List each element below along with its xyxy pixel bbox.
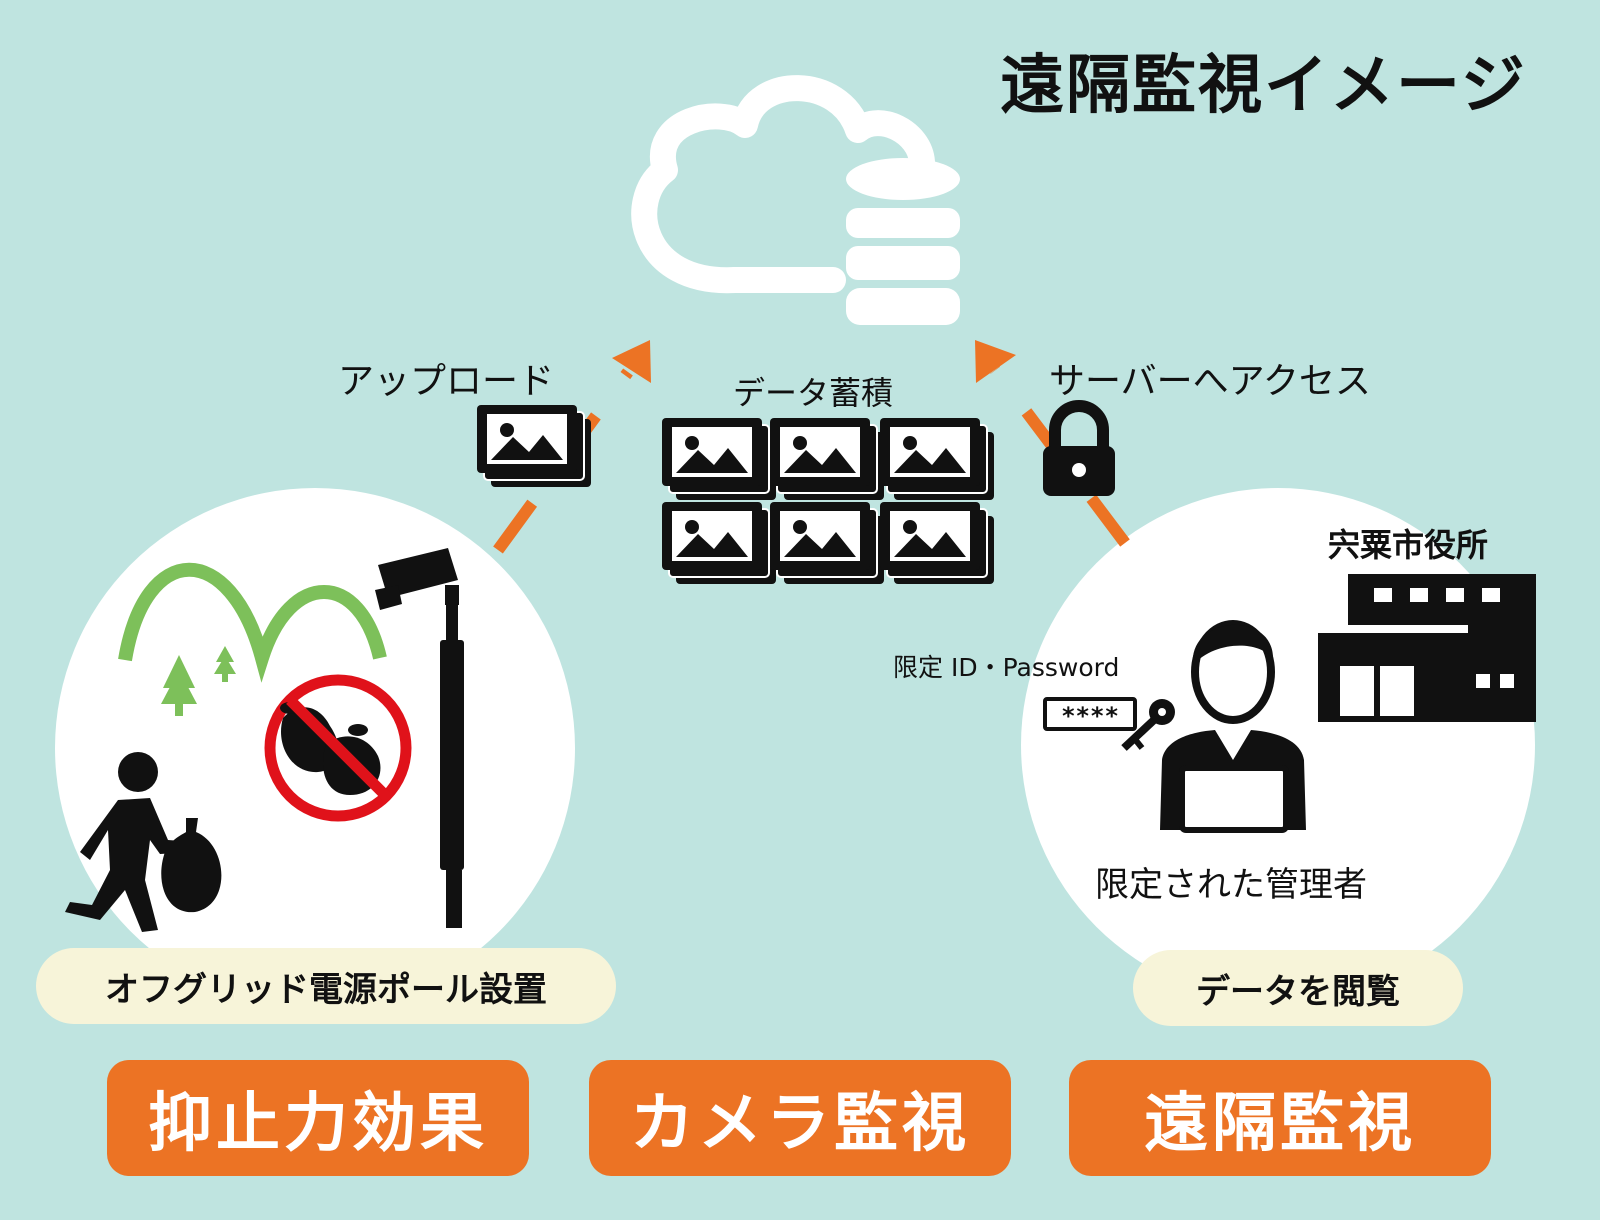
storage-label: データ蓄積 [733, 374, 894, 412]
database-icon [846, 158, 960, 325]
tree-icon [161, 646, 236, 716]
photo-stack-icon [661, 501, 777, 585]
photo-stack-icon [476, 404, 592, 488]
security-camera-icon [375, 548, 464, 928]
cloud-icon [631, 75, 935, 294]
photo-stack-icon [769, 417, 885, 501]
upload-label: アップロード [338, 361, 555, 402]
left-scene-caption: オフグリッド電源ポール設置 [36, 948, 616, 1024]
right-scene-caption: データを閲覧 [1133, 950, 1463, 1026]
admin-label: 限定された管理者 [1095, 865, 1367, 905]
no-dumping-icon [264, 674, 412, 822]
photo-stack-icon [661, 417, 777, 501]
photo-stack-icon [769, 501, 885, 585]
mountain-icon [118, 562, 387, 683]
access-label: サーバーへアクセス [1049, 361, 1371, 402]
person-dumping-trash-icon [65, 752, 222, 932]
photo-stack-icon [879, 417, 995, 501]
remote-monitoring-button: 遠隔監視 [1069, 1060, 1491, 1176]
deterrence-effect-button: 抑止力効果 [107, 1060, 529, 1176]
password-mask: **** [1061, 702, 1119, 730]
office-label: 宍粟市役所 [1328, 526, 1489, 564]
photo-stack-icon [879, 501, 995, 585]
page-title: 遠隔監視イメージ [1000, 49, 1527, 123]
password-field [1043, 697, 1137, 731]
administrator-laptop-icon [1160, 620, 1306, 833]
camera-monitoring-button: カメラ監視 [589, 1060, 1011, 1176]
credential-label: 限定 ID・Password [893, 653, 1120, 682]
office-building-icon [1318, 574, 1536, 722]
lock-icon [1043, 400, 1115, 496]
key-icon [1121, 699, 1175, 751]
